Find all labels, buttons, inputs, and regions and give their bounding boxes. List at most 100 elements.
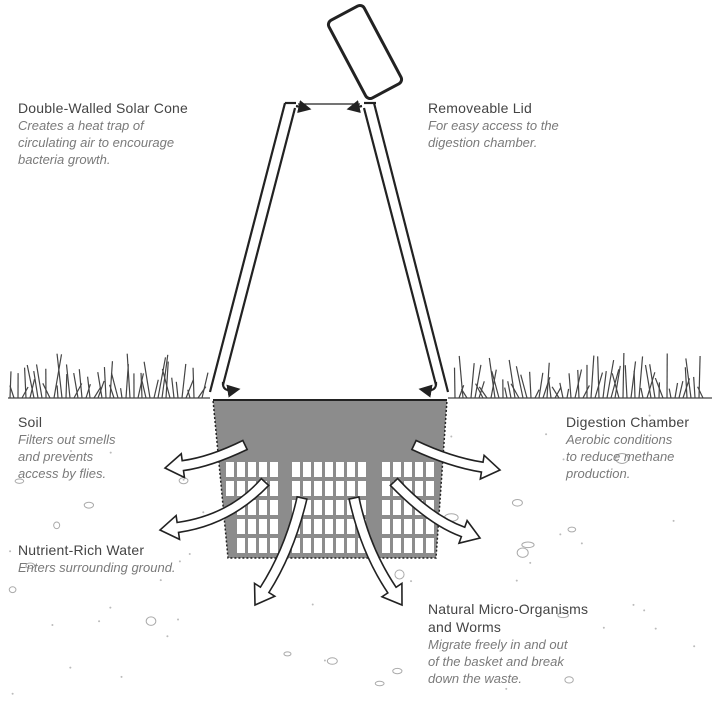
grass-blade [582, 385, 590, 399]
basket-grid-cell [404, 519, 412, 534]
grass-blade [141, 379, 147, 399]
pebble [25, 562, 36, 569]
basket-grid-cell [270, 481, 278, 496]
grass-blade [597, 356, 600, 399]
basket-grid-cell [325, 500, 333, 515]
soil-dot [323, 659, 326, 662]
grass-blade [56, 385, 59, 399]
pebble [53, 521, 61, 530]
label-title: Removeable Lid [428, 100, 532, 116]
grass-blade [674, 382, 679, 399]
grass-blade [649, 364, 656, 399]
basket-grid-cell [226, 462, 234, 477]
basket-grid-cell [259, 500, 267, 515]
grass-blade [103, 367, 107, 399]
soil-dot [11, 692, 14, 695]
grass-blade [551, 386, 560, 399]
arrow-down-right [348, 496, 403, 607]
soil-dot [9, 550, 12, 553]
arrow-left-lower [158, 477, 270, 541]
pebble [521, 541, 535, 549]
label-title: Natural Micro-Organisms [428, 601, 589, 617]
grass-blade [478, 386, 488, 399]
basket-grid-cell [248, 500, 256, 515]
label-title: Nutrient-Rich Water [18, 542, 145, 558]
soil-dot [580, 542, 583, 545]
basket-grid-cell [270, 500, 278, 515]
grass-blade [611, 373, 620, 399]
basket-grid-cell [314, 500, 322, 515]
grass-blade [171, 377, 175, 399]
label-desc: down the waste. [428, 671, 522, 686]
pebble [14, 478, 25, 484]
grass-blade [504, 387, 508, 399]
label-desc: Aerobic conditions [566, 432, 673, 447]
grass-blade [566, 388, 570, 399]
grass-blade [678, 381, 684, 399]
label-desc: For easy access to the [428, 118, 559, 133]
basket-grid-cell [325, 519, 333, 534]
basket-grid-cell [415, 481, 423, 496]
arrow-right-upper [410, 439, 502, 481]
basket-grid-cell [393, 500, 401, 515]
grass-blade [546, 362, 550, 399]
grass-blade [538, 372, 544, 399]
grass-blade [668, 388, 672, 399]
soil-dot [515, 579, 518, 582]
basket-grid-cell [404, 462, 412, 477]
soil-pebbles [8, 414, 696, 695]
grass-blade [622, 353, 625, 399]
grass-blade [633, 370, 636, 399]
soil-dot [545, 433, 548, 436]
grass-blade [181, 363, 187, 399]
grass-blade [109, 384, 115, 399]
grass-blade [602, 371, 607, 399]
grass-blade [65, 364, 71, 399]
basket-grid-cell [358, 481, 366, 496]
basket-grid-cell [292, 538, 300, 553]
soil-dot [188, 553, 191, 556]
grass-blade [73, 372, 79, 399]
pebble [511, 498, 523, 507]
label-desc: bacteria growth. [18, 152, 111, 167]
soil-dot [562, 458, 565, 461]
label-desc: of the basket and break [428, 654, 564, 669]
grass-blade [56, 353, 63, 399]
basket-grid-cell [347, 538, 355, 553]
grass-blade [157, 357, 167, 399]
grass-blade [534, 389, 540, 399]
grass-blade [507, 381, 512, 399]
grass-blade [590, 355, 595, 399]
soil-dot [178, 560, 181, 563]
grass-blade [33, 370, 39, 399]
soil-dot [177, 618, 180, 621]
pebble [516, 547, 529, 558]
basket-grid-cell [237, 481, 245, 496]
grass-blade [53, 354, 63, 399]
soil-dot [120, 675, 123, 678]
pebble [557, 612, 569, 619]
pebble [394, 569, 405, 580]
basket-grid-cell [393, 538, 401, 553]
grass-blade [143, 361, 151, 399]
basket-grid-cell [314, 481, 322, 496]
pebble [8, 586, 17, 594]
grass-blade [137, 373, 145, 399]
soil-dot [109, 451, 112, 454]
basket-grid-cell [382, 538, 390, 553]
grass-blade [65, 374, 68, 399]
basket-grid-cell [426, 481, 434, 496]
pebble [326, 657, 338, 665]
soil-dot [654, 627, 657, 630]
soil-dot [648, 414, 651, 417]
label-solar-cone: Double-Walled Solar Cone Creates a heat … [18, 99, 188, 168]
soil-dot [182, 478, 185, 481]
label-desc: Enters surrounding ground. [18, 560, 176, 575]
grass-blade [510, 383, 520, 399]
grass-blade [165, 361, 169, 399]
grass-blade [646, 372, 656, 399]
basket-grid-cell [393, 462, 401, 477]
label-desc: Migrate freely in and out [428, 637, 568, 652]
grass-blade [35, 364, 43, 399]
